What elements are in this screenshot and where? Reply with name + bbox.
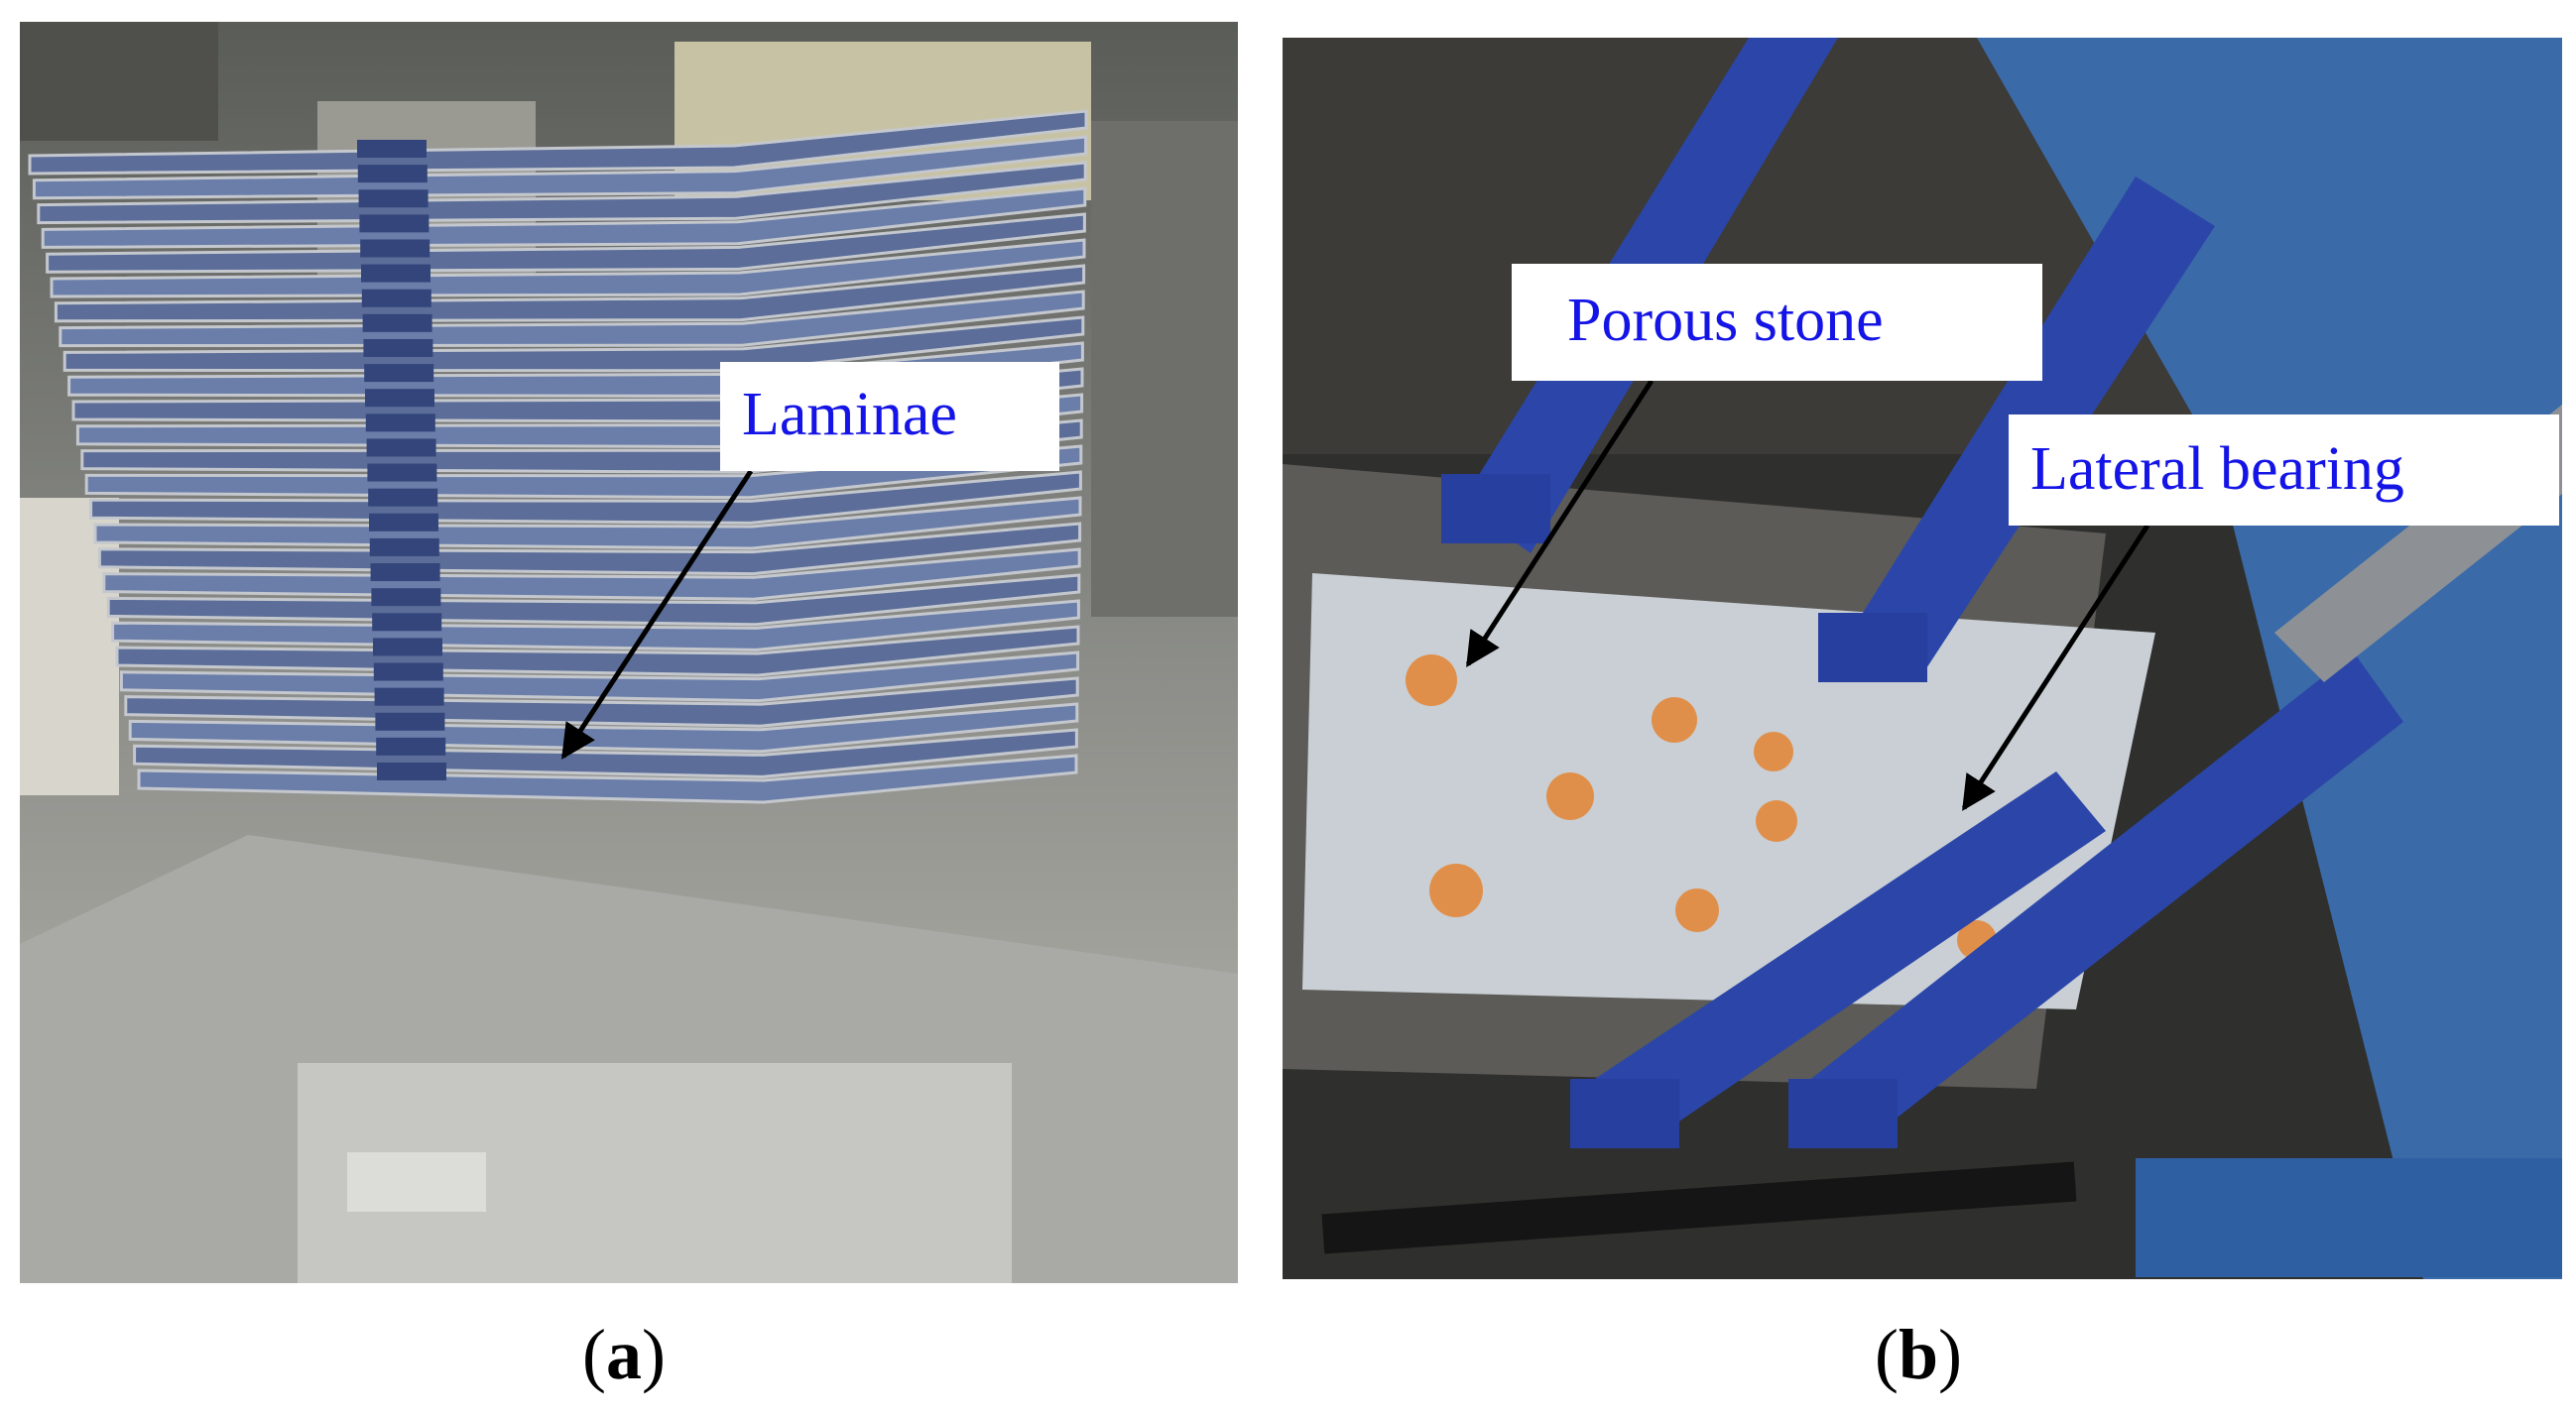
lamina-connector <box>377 763 446 780</box>
lamina-plate <box>50 238 1086 298</box>
caption-a-open: ( <box>582 1315 606 1394</box>
porous-stones <box>1406 654 1997 960</box>
lamina-connector <box>371 588 441 607</box>
caption-a-close: ) <box>641 1315 666 1394</box>
lamina-plate <box>119 650 1080 703</box>
lamina-connector <box>368 488 438 507</box>
lamina-plate <box>46 212 1086 274</box>
porous-stone-marker <box>1675 888 1719 932</box>
photo-panel-b <box>1283 38 2562 1279</box>
lamina-plate <box>115 625 1080 677</box>
lamina-connector <box>361 264 430 283</box>
bearing-setup-photo <box>1283 38 2562 1279</box>
porous-stone-marker <box>1754 732 1793 771</box>
lamina-plate <box>102 547 1081 601</box>
lamina-connector <box>369 537 439 556</box>
lamina-connector <box>358 189 429 208</box>
lamina-plate <box>59 290 1085 348</box>
lamina-plate <box>54 264 1086 323</box>
caption-b: (b) <box>1875 1314 1962 1396</box>
lamina-connector <box>367 463 437 482</box>
porous-stone-label: Porous stone <box>1512 264 2042 381</box>
lamina-plate <box>106 573 1081 627</box>
lamina-connector <box>373 638 442 656</box>
lamina-plate <box>28 109 1088 176</box>
lamina-connector <box>359 214 429 233</box>
caption-b-letter: b <box>1898 1315 1939 1394</box>
porous-stone-marker <box>1546 772 1594 820</box>
lamina-connector <box>369 513 438 532</box>
porous-stone-marker <box>1756 800 1797 842</box>
lamina-connector <box>376 737 446 756</box>
lamina-plate <box>37 161 1087 225</box>
lamina-connector <box>357 165 428 183</box>
photo-panel-a <box>20 22 1238 1283</box>
lateral-bearing-label: Lateral bearing <box>2009 414 2559 526</box>
lamina-plate <box>111 599 1080 651</box>
caption-b-close: ) <box>1938 1315 1963 1394</box>
lamina-plate <box>97 522 1082 576</box>
lamina-connector <box>361 289 431 307</box>
lamina-connector <box>374 687 444 706</box>
porous-stone-marker <box>1406 654 1457 706</box>
porous-stone-marker <box>1652 697 1697 743</box>
lamina-connector <box>362 313 432 332</box>
lamina-plate <box>41 186 1087 249</box>
laminae-label: Laminae <box>720 362 1059 471</box>
lamina-connector <box>366 438 436 457</box>
caption-a: (a) <box>582 1314 666 1396</box>
lamina-connector <box>375 712 445 731</box>
lamina-plate <box>62 315 1085 373</box>
lamina-connector <box>360 239 430 258</box>
lamina-plate <box>32 135 1088 200</box>
caption-b-open: ( <box>1875 1315 1899 1394</box>
lamina-connector <box>363 338 433 357</box>
lamina-connector <box>365 414 435 432</box>
laminae-stack-photo <box>20 22 1238 1283</box>
lamina-connector <box>372 613 442 632</box>
lamina-plate <box>124 676 1079 728</box>
lamina-connector <box>373 662 443 681</box>
lamina-plate <box>137 754 1078 804</box>
lamina-connector <box>370 563 440 582</box>
porous-stone-marker <box>1429 864 1483 917</box>
lamina-connector <box>365 389 434 408</box>
lamina-connector <box>364 364 434 383</box>
caption-a-letter: a <box>605 1315 642 1394</box>
lamina-connector <box>357 140 427 158</box>
